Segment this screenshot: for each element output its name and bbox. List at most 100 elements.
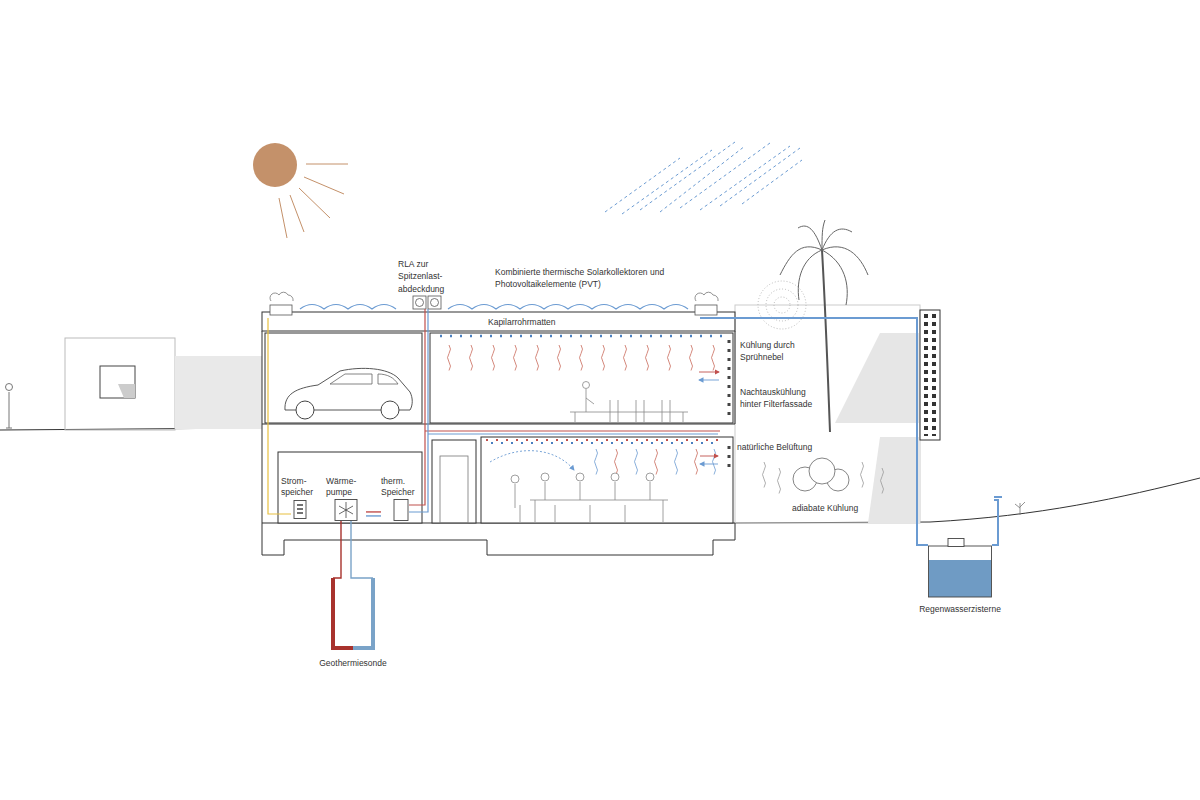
cistern-icon (928, 538, 992, 598)
heat-wave (690, 345, 693, 371)
geothermal-probe: Geothermiesonde (328, 578, 378, 652)
roof-plants (270, 292, 718, 301)
plant-room (278, 452, 422, 523)
probe-icon (328, 578, 378, 652)
filter-facade (920, 310, 940, 440)
battery-icon (281, 499, 319, 520)
probe-return (353, 578, 373, 648)
heat-wave (712, 345, 715, 371)
battery-storage: Strom- speicher (281, 476, 319, 520)
heat-wave (514, 345, 517, 371)
rla-unit (428, 296, 441, 309)
node-label: Regenwasserzisterne (919, 604, 1001, 615)
person (541, 473, 549, 481)
sun (253, 143, 297, 187)
air-arrow (700, 456, 718, 457)
courtyard-frame (735, 305, 920, 523)
lamp-head (6, 384, 13, 391)
heat-wave (695, 449, 698, 475)
spray-mist (766, 289, 798, 321)
grey-wave (881, 468, 884, 494)
lamp-post (6, 392, 12, 428)
neighbour-house (65, 338, 175, 430)
heat-wave (646, 345, 649, 371)
storage-icon (381, 499, 421, 521)
capillary-mats (486, 439, 720, 441)
pvt-label: Kombinierte thermische Solarkollektoren … (495, 266, 695, 291)
palm-fronds (780, 220, 868, 305)
heat-wave (580, 345, 583, 371)
heat-wave (558, 345, 561, 371)
heat-wave (492, 345, 495, 371)
node-label: Geothermiesonde (319, 658, 387, 669)
shade (868, 437, 920, 523)
capillary-mats (440, 335, 722, 338)
spray-cooling-label: Kühlung durch Sprühnebel (740, 339, 802, 364)
pipe-line (366, 515, 381, 516)
door (440, 456, 468, 523)
rla-unit (413, 296, 426, 309)
node-label: Strom- speicher (281, 476, 319, 499)
planter (695, 305, 717, 315)
grey-wave (778, 468, 781, 494)
heat-wave (655, 449, 658, 475)
return-pipe (409, 309, 718, 512)
table-and-people (515, 482, 668, 522)
air-arrow (699, 372, 719, 373)
palm-trunk (822, 250, 830, 432)
heat-pump-fan (339, 502, 353, 518)
heat-pump: Wärme- pumpe (326, 476, 366, 521)
heat-wave (470, 345, 473, 371)
heat-wave (536, 345, 539, 371)
rain (605, 142, 802, 214)
rainwater-pipe (700, 318, 928, 545)
vent-openings (728, 340, 731, 470)
person (646, 473, 654, 481)
cistern-body (929, 546, 992, 597)
spray-mist (774, 297, 790, 313)
window (100, 366, 135, 398)
heat-pump-icon (326, 499, 366, 521)
battery-cells (297, 505, 303, 513)
grey-wave (861, 462, 864, 488)
slab-lines (262, 331, 735, 523)
car-wheel (296, 401, 314, 419)
night-cooling-label: Nachtauskühlung hinter Filterfassade (740, 386, 820, 411)
upper-room (430, 333, 733, 423)
heat-wave (448, 345, 451, 371)
person (511, 475, 519, 483)
pipe-line (366, 511, 381, 512)
building-outline (262, 331, 735, 555)
cistern-lid (948, 539, 964, 547)
person (611, 473, 619, 481)
cool-wave (675, 449, 678, 475)
planter (270, 305, 292, 315)
rla-label: RLA zur Spitzenlast- abdeckdung (398, 258, 450, 295)
person (583, 382, 590, 389)
air-arrow (700, 464, 718, 465)
car-windows (330, 374, 398, 384)
bush (809, 458, 835, 484)
ventilation-label: natürliche Belüftung (737, 441, 812, 453)
shade (835, 333, 920, 423)
probe-supply (333, 578, 353, 648)
cool-wave (713, 449, 716, 475)
pvt-panels (300, 305, 688, 310)
car-wheel (381, 401, 399, 419)
roof-slab (262, 312, 735, 331)
heat-wave (615, 449, 618, 475)
node-label: Wärme- pumpe (326, 476, 366, 499)
sun-rays (279, 164, 348, 238)
cool-wave (635, 449, 638, 475)
table-and-chairs (570, 389, 688, 422)
rla-fan (416, 299, 424, 307)
grey-wave (763, 462, 766, 488)
person (576, 473, 584, 481)
small-plant (1015, 502, 1025, 515)
rla-fan (431, 299, 439, 307)
pipe-line (351, 521, 373, 578)
window-shade (118, 384, 135, 398)
heat-pump-body (335, 499, 357, 520)
